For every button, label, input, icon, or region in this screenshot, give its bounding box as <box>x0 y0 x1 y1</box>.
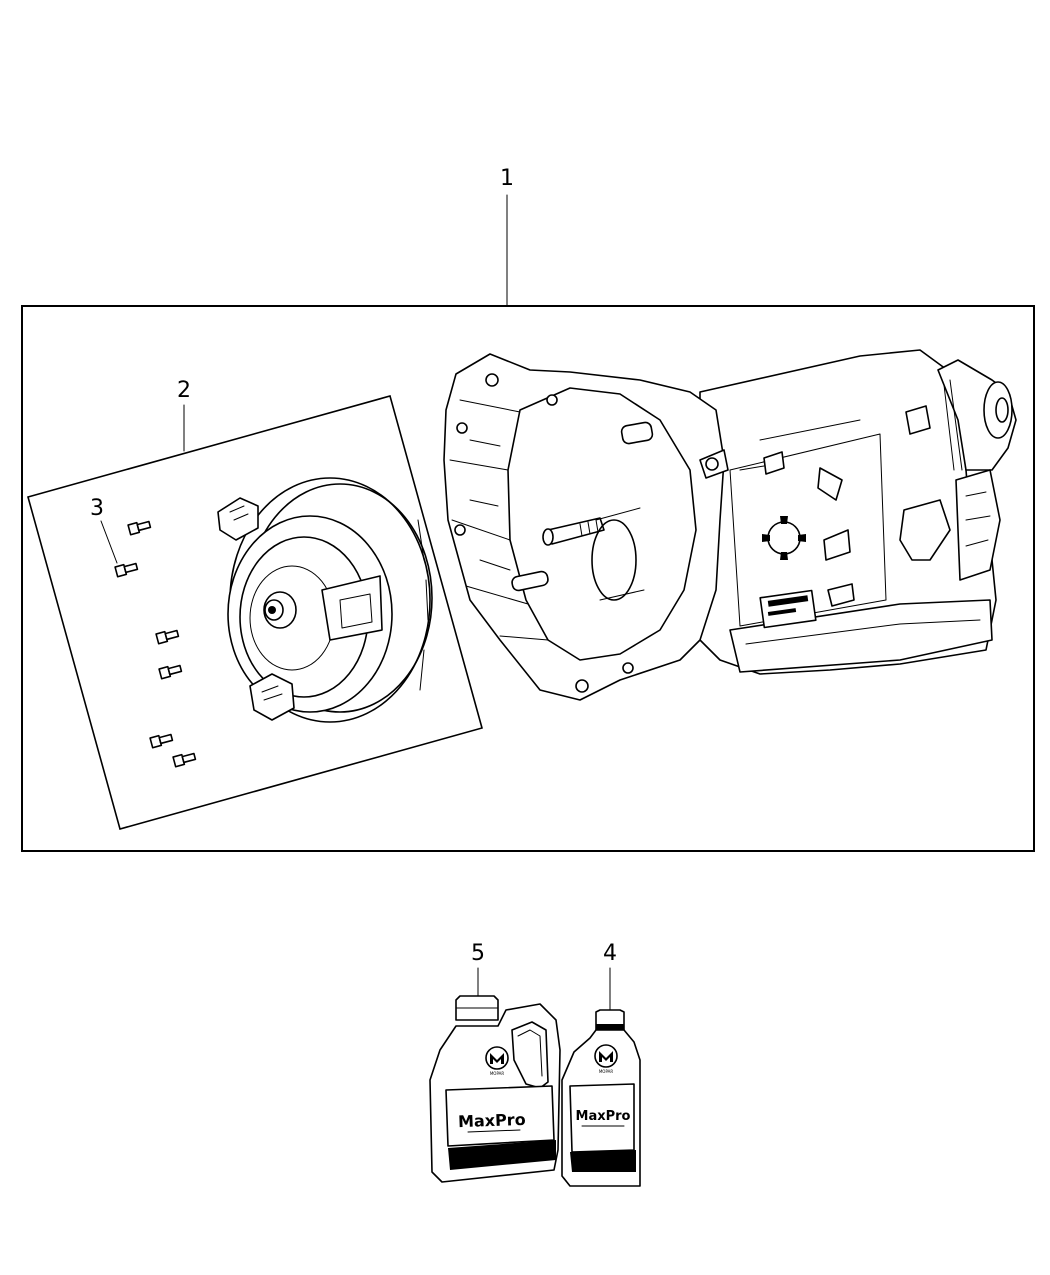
transmission-assembly <box>443 349 1017 701</box>
bolt <box>127 520 152 536</box>
callout-number-3: 3 <box>90 496 104 521</box>
callout-number-4: 4 <box>603 941 617 966</box>
bolt <box>155 629 180 645</box>
large-jug-maker-text: MOPAR <box>490 1071 504 1076</box>
small-bottle-brand-text: MaxPro <box>576 1109 631 1124</box>
large-jug-brand-text: MaxPro <box>458 1110 526 1131</box>
bolt <box>158 664 183 680</box>
small-bottle-maker-text: MOPAR <box>599 1069 613 1074</box>
callout-number-2: 2 <box>177 378 191 403</box>
bolt <box>114 562 139 578</box>
bolt-set <box>114 520 197 768</box>
torque-converter-subframe <box>27 395 483 830</box>
callout-number-5: 5 <box>471 941 485 966</box>
bolt <box>172 752 197 768</box>
large-fluid-jug: MOPAR MaxPro <box>429 995 561 1183</box>
callout-leader-3 <box>100 520 118 564</box>
small-fluid-bottle: MOPAR MaxPro <box>561 1009 641 1187</box>
torque-converter <box>217 477 433 723</box>
bolt <box>149 733 174 749</box>
callout-number-1: 1 <box>500 166 514 191</box>
assembly-frame <box>21 305 1035 852</box>
